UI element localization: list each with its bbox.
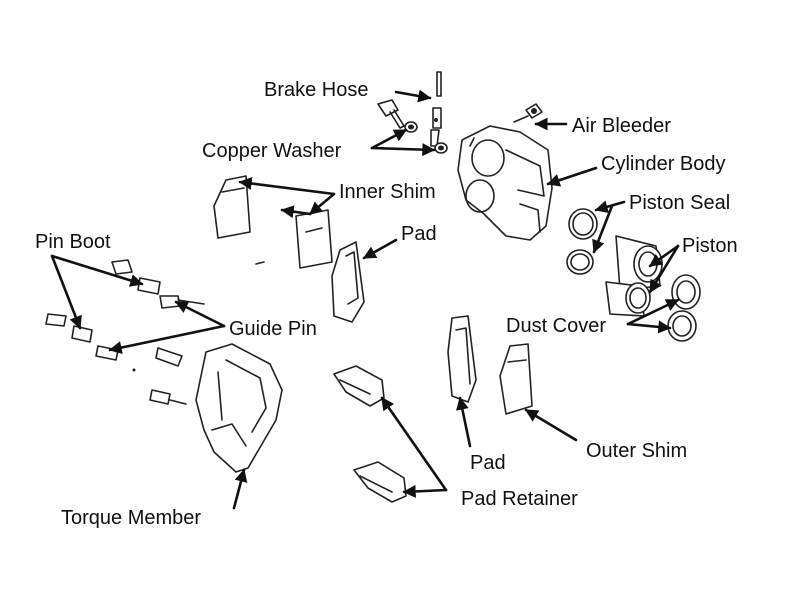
leader-piston-seal-1 [594, 200, 626, 214]
label-inner-shim: Inner Shim [339, 181, 436, 203]
air-bleeder-part [513, 103, 543, 123]
leader-piston-1 [648, 244, 680, 268]
leader-cylinder-body [546, 166, 598, 187]
label-piston: Piston [682, 235, 738, 257]
leader-inner-shim-1 [238, 177, 336, 196]
label-outer-shim: Outer Shim [586, 440, 687, 462]
leader-pad-retainer-2 [402, 484, 448, 498]
leader-pin-boot-2 [50, 254, 82, 330]
leader-pad-upper [362, 238, 398, 260]
label-copper-washer: Copper Washer [202, 140, 342, 162]
leader-torque-member [232, 468, 248, 510]
label-pad-upper: Pad [401, 223, 437, 245]
pad-retainer-parts [333, 365, 407, 503]
brake-hose-part [430, 71, 442, 147]
leader-inner-shim-2 [308, 192, 336, 216]
inner-pad-part [331, 241, 365, 323]
leader-copper-washer-2 [370, 143, 436, 157]
label-dust-cover: Dust Cover [506, 315, 606, 337]
torque-member-part [195, 343, 283, 473]
dust-cover-parts [667, 274, 701, 342]
leader-brake-hose [394, 89, 432, 103]
leader-piston-seal-2 [592, 204, 614, 254]
outer-shim-part [499, 343, 533, 415]
inner-shim-parts [213, 175, 333, 269]
label-pad-lower: Pad [470, 452, 506, 474]
label-pin-boot: Pin Boot [35, 231, 111, 253]
leader-pad-retainer-1 [380, 396, 448, 492]
pin-boot-and-guide-pin-parts [45, 259, 205, 405]
leader-guide-pin-1 [174, 300, 226, 328]
copper-washer-parts [404, 121, 448, 154]
union-bolt-part [377, 99, 405, 129]
outer-pad-part [447, 315, 477, 403]
cylinder-body-part [457, 125, 553, 241]
label-brake-hose: Brake Hose [264, 79, 369, 101]
leader-lines [50, 89, 680, 510]
label-cylinder-body: Cylinder Body [601, 153, 726, 175]
leader-inner-shim-3 [280, 205, 312, 219]
leader-copper-washer-1 [370, 128, 408, 150]
piston-seal-parts [566, 208, 598, 275]
leader-guide-pin-2 [108, 324, 226, 354]
leader-outer-shim [524, 408, 578, 442]
label-pad-retainer: Pad Retainer [461, 488, 578, 510]
label-air-bleeder: Air Bleeder [572, 115, 671, 137]
leader-pin-boot-1 [50, 254, 144, 287]
leader-dust-cover-2 [626, 320, 672, 334]
leader-dust-cover-1 [626, 298, 680, 326]
leader-pad-lower [456, 396, 472, 448]
leader-piston-2 [648, 244, 680, 294]
labels: Brake Hose Air Bleeder Copper Washer Cyl… [35, 79, 738, 529]
label-piston-seal: Piston Seal [629, 192, 730, 214]
label-torque-member: Torque Member [61, 507, 201, 529]
label-guide-pin: Guide Pin [229, 318, 317, 340]
piston-parts [605, 235, 663, 317]
